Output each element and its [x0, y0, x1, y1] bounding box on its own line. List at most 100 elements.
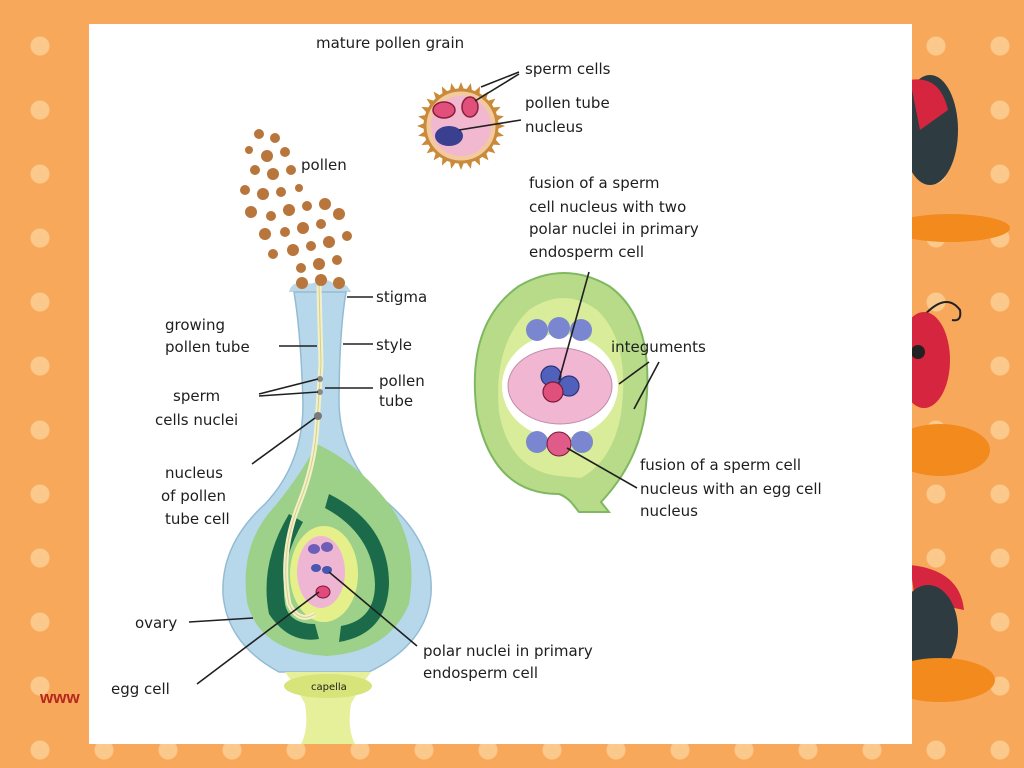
label-pollen-tube: pollen tube: [379, 372, 430, 410]
ovary-dark-band-left: [266, 514, 319, 640]
pollen-spike: [417, 122, 426, 130]
pollen-spike: [426, 145, 435, 154]
pollen-grain-dot: [332, 255, 342, 265]
label-nucleus-of-pollen-tube-cell: nucleus of pollen tube cell: [161, 464, 231, 528]
leader-pollen-tube-nucleus: [458, 119, 522, 131]
label-sperm-cells-nuclei-line-1: sperm: [173, 387, 220, 405]
label-fusion-polar-line-1: fusion of a sperm: [529, 174, 660, 192]
chalazal-cell-3: [570, 319, 592, 341]
pollen-spike: [487, 145, 496, 154]
label-growing-pollen-tube-line-2: pollen tube: [165, 338, 250, 356]
leader-integuments-1: [618, 361, 650, 385]
fertilized-ovule-illustration: [473, 272, 649, 513]
label-pollen-tube-nucleus-line-1: pollen tube: [525, 94, 610, 112]
embryo-sac: [297, 536, 345, 608]
pollen-grain-dot: [286, 165, 296, 175]
pollen-grain-dot: [302, 201, 312, 211]
ovary-dark-band-right: [325, 494, 389, 642]
pollen-tube-outline: [285, 285, 322, 618]
tube-cell-nucleus: [314, 412, 322, 420]
leader-sperm-nuclei-1: [258, 378, 319, 395]
chalazal-cell-2: [548, 317, 570, 339]
chalazal-cell-1: [526, 319, 548, 341]
label-pollen: pollen: [301, 156, 347, 174]
pollen-grain-dot: [250, 165, 260, 175]
label-fusion-polar-line-4: endosperm cell: [529, 243, 644, 261]
pollen-grain-dot: [297, 222, 309, 234]
pollen-grain-dot: [276, 187, 286, 197]
leader-sperm-cells-1: [480, 71, 520, 88]
embryo-sac-nucleus-1: [308, 544, 320, 554]
pollen-grain-dot: [261, 150, 273, 162]
base-caption: capella: [311, 682, 347, 693]
pollen-grain-dot: [306, 241, 316, 251]
diagram-panel: capella: [89, 24, 912, 744]
pistil-illustration: capella: [222, 274, 432, 744]
fertilization-diagram: capella: [111, 34, 826, 744]
receptacle-top: [284, 674, 372, 698]
pollen-grain-dot: [268, 249, 278, 259]
pollen-tube-nucleus-shape: [435, 126, 463, 146]
label-nucleus-pollen-line-1: nucleus: [165, 464, 223, 482]
ladybug-body-mid: [900, 312, 950, 408]
pollen-grain-dot: [280, 147, 290, 157]
label-growing-pollen-tube: growing pollen tube: [165, 316, 250, 356]
sperm-cell-2: [461, 96, 479, 118]
pollen-grain-dot: [313, 258, 325, 270]
label-stigma: stigma: [376, 288, 427, 306]
label-style: style: [376, 336, 412, 354]
pollen-spike: [433, 152, 442, 161]
synergid-2: [571, 431, 593, 453]
sperm-nucleus-in-tube-2: [317, 389, 323, 395]
ladybug-spot-mid: [911, 345, 925, 359]
url-fragment: www: [40, 688, 80, 707]
pollen-grain-dot: [270, 133, 280, 143]
sperm-nucleus-in-tube-1: [317, 376, 323, 382]
leader-fusion-egg: [566, 447, 638, 489]
polar-nucleus-1: [311, 564, 321, 572]
egg-sperm-fusion: [546, 431, 572, 457]
pollen-grain-dot: [259, 228, 271, 240]
label-fusion-egg-line-2: nucleus with an egg cell: [640, 480, 822, 498]
pollen-grain-dot: [342, 231, 352, 241]
leader-fusion-polar: [558, 271, 590, 381]
leader-sperm-nuclei-2: [258, 391, 319, 397]
pollen-grain-dot: [283, 204, 295, 216]
pollen-grain-dot: [333, 208, 345, 220]
embryo-sac-nucleus-2: [321, 542, 333, 552]
label-fusion-egg-line-1: fusion of a sperm cell: [640, 456, 801, 474]
pollen-on-stigma-2: [315, 274, 327, 286]
leaf-shape-top: [900, 214, 1010, 242]
ladybug-wing-top: [910, 79, 948, 130]
leader-sperm-cells-2: [474, 73, 520, 102]
label-nucleus-pollen-line-2: of pollen: [161, 487, 226, 505]
pollen-spike: [457, 161, 465, 170]
pollen-grain-dot: [280, 227, 290, 237]
label-polar-nuclei: polar nuclei in primary endosperm cell: [423, 642, 598, 682]
pollen-grain-dot: [257, 188, 269, 200]
pollen-grain-dot: [316, 219, 326, 229]
pollen-grains-cluster: [240, 129, 352, 273]
label-integuments: integuments: [611, 338, 706, 356]
pollen-grain-dot: [266, 211, 276, 221]
synergid-1: [526, 431, 548, 453]
label-pollen-tube-nucleus-line-2: nucleus: [525, 118, 583, 136]
pollen-spike: [426, 98, 435, 107]
label-fusion-egg: fusion of a sperm cell nucleus with an e…: [640, 456, 826, 520]
pollen-grain-dot: [319, 198, 331, 210]
ladybug-body-bottom: [900, 585, 958, 675]
pollen-grain-dot: [254, 129, 264, 139]
label-fusion-polar-line-2: cell nucleus with two: [529, 198, 686, 216]
label-fusion-egg-line-3: nucleus: [640, 502, 698, 520]
label-sperm-cells-nuclei-line-2: cells nuclei: [155, 411, 238, 429]
pollen-grain-dot: [296, 263, 306, 273]
label-polar-nuclei-line-1: polar nuclei in primary: [423, 642, 593, 660]
pollen-spike: [457, 82, 465, 91]
leaf-shape-bottom: [900, 658, 995, 702]
pollen-spike: [496, 122, 505, 130]
leader-ovary: [188, 617, 254, 623]
pollen-grain-dot: [240, 185, 250, 195]
pollen-on-stigma-1: [296, 277, 308, 289]
label-growing-pollen-tube-line-1: growing: [165, 316, 225, 334]
